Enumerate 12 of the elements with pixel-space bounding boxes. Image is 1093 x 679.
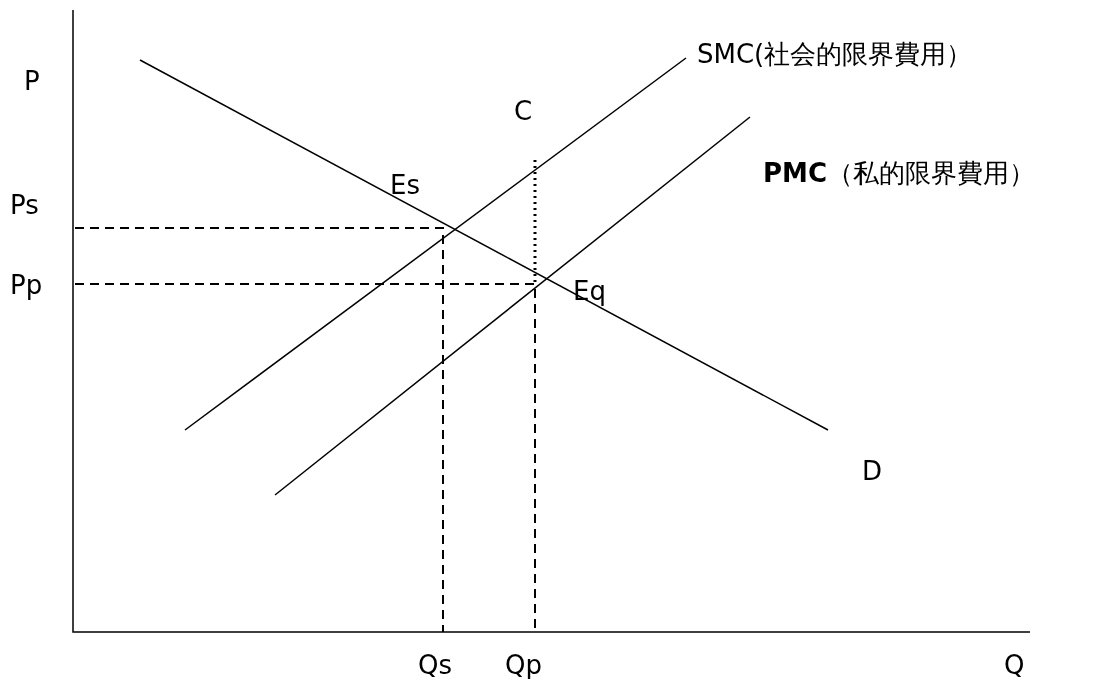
point-label: Eq — [573, 278, 606, 304]
price-label: Pp — [10, 272, 43, 298]
quantity-label: Qs — [418, 652, 452, 678]
point-label: Es — [390, 172, 420, 198]
axis-label: P — [24, 68, 40, 94]
curve-label: D — [862, 458, 883, 484]
curve-label: PMC（私的限界費用） — [763, 160, 1035, 186]
axis-label: Q — [1004, 652, 1025, 678]
curve-label: SMC(社会的限界費用） — [697, 41, 973, 67]
point-label: C — [514, 98, 533, 124]
price-label: Ps — [10, 192, 39, 218]
quantity-label: Qp — [505, 652, 542, 678]
